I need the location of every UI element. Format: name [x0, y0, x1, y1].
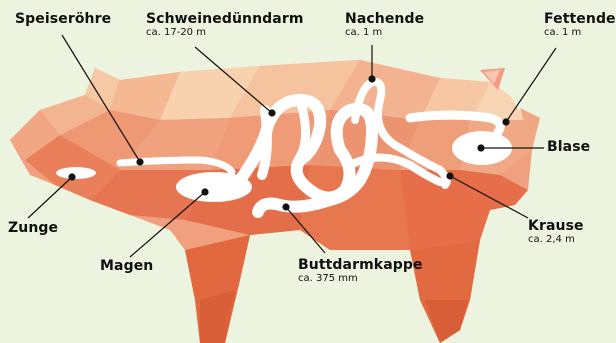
label-nachende-name: Nachende [345, 12, 424, 27]
label-fettende-name: Fettende [544, 12, 616, 27]
label-krause: Krause ca. 2,4 m [528, 219, 584, 245]
label-zunge: Zunge [8, 221, 58, 236]
label-schweineduenndarm-length: ca. 17-20 m [146, 28, 304, 39]
label-speiseroehre-name: Speiseröhre [15, 12, 111, 27]
label-magen-name: Magen [100, 259, 153, 274]
label-krause-name: Krause [528, 219, 584, 234]
label-buttdarmkappe-length: ca. 375 mm [298, 274, 423, 285]
label-buttdarmkappe-name: Buttdarmkappe [298, 258, 423, 273]
label-buttdarmkappe: Buttdarmkappe ca. 375 mm [298, 258, 423, 284]
label-zunge-name: Zunge [8, 221, 58, 236]
label-blase: Blase [547, 140, 590, 155]
label-fettende-length: ca. 1 m [544, 28, 616, 39]
label-nachende-length: ca. 1 m [345, 28, 424, 39]
label-nachende: Nachende ca. 1 m [345, 12, 424, 38]
label-magen: Magen [100, 259, 153, 274]
label-speiseroehre: Speiseröhre [15, 12, 111, 27]
label-fettende: Fettende ca. 1 m [544, 12, 616, 38]
label-krause-length: ca. 2,4 m [528, 235, 584, 246]
label-schweineduenndarm-name: Schweinedünndarm [146, 12, 304, 27]
label-blase-name: Blase [547, 140, 590, 155]
label-schweineduenndarm: Schweinedünndarm ca. 17-20 m [146, 12, 304, 38]
tongue-organ [56, 167, 96, 179]
